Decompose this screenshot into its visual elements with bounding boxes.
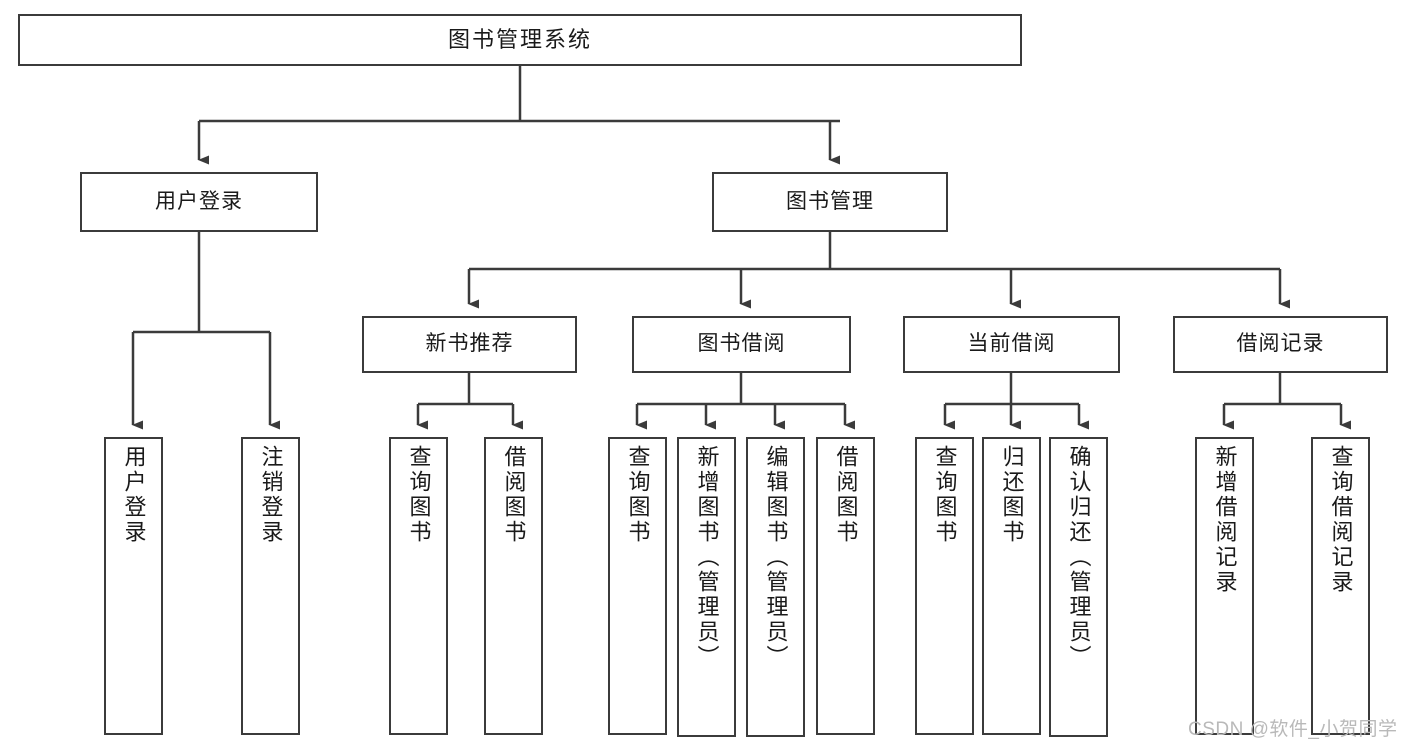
node-label: 查询图书 [932, 445, 958, 545]
node-label: 确认归还（管理员） [1066, 445, 1092, 670]
leaf-query-books-current[interactable]: 查询图书 [915, 437, 974, 735]
leaf-query-books-new[interactable]: 查询图书 [389, 437, 448, 735]
node-label: 新增图书（管理员） [694, 445, 720, 670]
node-label: 新书推荐 [425, 332, 514, 356]
leaf-logout[interactable]: 注销登录 [241, 437, 300, 735]
node-label: 图书借阅 [697, 332, 786, 356]
csdn-watermark: CSDN @软件_小贺同学 [1188, 719, 1398, 740]
leaf-user-login[interactable]: 用户登录 [104, 437, 163, 735]
leaf-return-books[interactable]: 归还图书 [982, 437, 1041, 735]
leaf-confirm-return-admin[interactable]: 确认归还（管理员） [1049, 437, 1108, 737]
node-label: 查询图书 [406, 445, 432, 545]
leaf-borrow-books[interactable]: 借阅图书 [816, 437, 875, 735]
leaf-borrow-books-new[interactable]: 借阅图书 [484, 437, 543, 735]
node-label: 查询借阅记录 [1328, 445, 1354, 595]
node-label: 用户登录 [121, 445, 147, 545]
leaf-edit-book-admin[interactable]: 编辑图书（管理员） [746, 437, 805, 737]
node-label: 用户登录 [155, 189, 243, 213]
node-label: 图书管理 [786, 189, 874, 213]
node-label: 借阅图书 [501, 445, 527, 545]
leaf-add-book-admin[interactable]: 新增图书（管理员） [677, 437, 736, 737]
node-label: 借阅记录 [1236, 332, 1325, 356]
node-new-book-recommendation[interactable]: 新书推荐 [362, 316, 577, 373]
node-borrowing-records[interactable]: 借阅记录 [1173, 316, 1388, 373]
leaf-query-books-borrow[interactable]: 查询图书 [608, 437, 667, 735]
node-label: 借阅图书 [833, 445, 859, 545]
node-label: 编辑图书（管理员） [763, 445, 789, 670]
node-label: 注销登录 [258, 445, 284, 545]
node-label: 新增借阅记录 [1212, 445, 1238, 595]
node-label: 查询图书 [625, 445, 651, 545]
node-label: 归还图书 [999, 445, 1025, 545]
node-label: 当前借阅 [967, 332, 1056, 356]
node-book-management[interactable]: 图书管理 [712, 172, 948, 232]
leaf-query-borrow-record[interactable]: 查询借阅记录 [1311, 437, 1370, 735]
node-root-book-management-system[interactable]: 图书管理系统 [18, 14, 1022, 66]
node-user-login[interactable]: 用户登录 [80, 172, 318, 232]
node-label: 图书管理系统 [447, 27, 592, 53]
node-current-borrowing[interactable]: 当前借阅 [903, 316, 1120, 373]
leaf-add-borrow-record[interactable]: 新增借阅记录 [1195, 437, 1254, 735]
node-book-borrowing[interactable]: 图书借阅 [632, 316, 851, 373]
